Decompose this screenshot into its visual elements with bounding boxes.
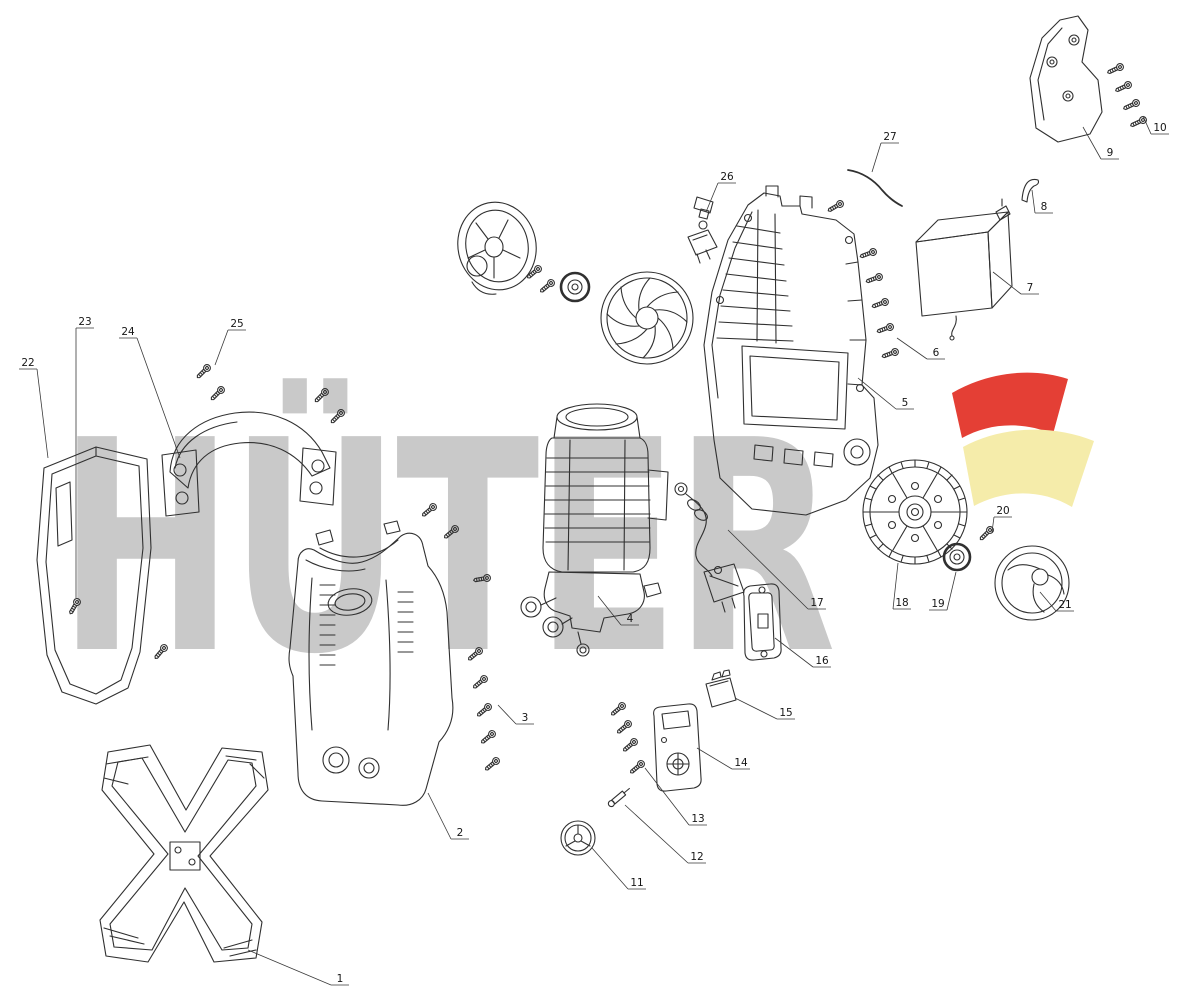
part-number-text: 4: [627, 613, 634, 625]
part-label-4: 4: [597, 595, 639, 626]
part-11-knob: [560, 820, 596, 856]
part-label-23: 23: [75, 316, 94, 598]
part-number-text: 7: [1027, 282, 1034, 294]
part-12-valve: [607, 787, 630, 808]
part-number-text: 24: [121, 326, 135, 338]
part-number-text: 5: [902, 397, 909, 409]
part-label-12: 12: [624, 804, 706, 864]
brand-logo: [952, 372, 1094, 507]
part-label-17: 17: [727, 529, 826, 610]
seal-disc: [559, 271, 591, 303]
part-1-base-frame: [99, 744, 269, 963]
part-24-handle: [161, 411, 337, 517]
part-label-13: 13: [644, 767, 707, 826]
part-number-text: 18: [895, 597, 908, 609]
part-15-switch: [705, 669, 737, 708]
part-number-text: 20: [996, 505, 1009, 517]
part-label-25: 25: [214, 318, 246, 366]
part-21-wheel-cap: [994, 545, 1070, 621]
part-label-10: 10: [1142, 115, 1169, 135]
part-number-text: 12: [690, 851, 703, 863]
part-label-21: 21: [1039, 591, 1074, 612]
part-label-5: 5: [857, 377, 914, 410]
part-8-clip: [1021, 178, 1040, 203]
part-number-text: 14: [734, 757, 748, 769]
part-label-6: 6: [896, 337, 945, 360]
part-number-text: 21: [1058, 599, 1071, 611]
part-number-text: 23: [78, 316, 91, 328]
part-label-27: 27: [871, 131, 899, 173]
part-label-3: 3: [497, 704, 534, 725]
part-number-text: 27: [883, 131, 896, 143]
fan-cover: [457, 201, 537, 295]
part-label-19: 19: [929, 571, 957, 611]
part-17-power-cord: [674, 482, 745, 613]
logo-yellow-shape: [963, 429, 1094, 507]
part-label-7: 7: [992, 271, 1039, 295]
part-number-text: 11: [630, 877, 643, 889]
part-27-wire: [847, 169, 903, 207]
part-7-capacitor: [915, 198, 1013, 341]
part-label-24: 24: [119, 326, 181, 459]
part-number-text: 17: [810, 597, 823, 609]
part-16-bracket-cover: [743, 583, 782, 661]
part-number-text: 22: [21, 357, 34, 369]
part-number-text: 1: [337, 973, 344, 985]
part-label-11: 11: [591, 847, 646, 890]
part-number-text: 25: [230, 318, 243, 330]
part-label-1: 1: [247, 949, 349, 986]
part-number-text: 26: [720, 171, 734, 183]
part-label-2: 2: [427, 792, 469, 840]
logo-red-shape: [952, 372, 1068, 438]
part-number-text: 13: [691, 813, 704, 825]
part-label-22: 22: [19, 357, 49, 459]
part-2-front-housing: [288, 520, 454, 806]
fan: [600, 271, 694, 365]
part-label-15: 15: [734, 697, 795, 720]
part-4-motor-pump: [520, 403, 669, 657]
part-label-14: 14: [696, 747, 750, 770]
part-label-20: 20: [991, 505, 1012, 533]
part-label-16: 16: [774, 637, 831, 668]
part-22-side-panel: [36, 446, 152, 705]
part-label-26: 26: [705, 171, 736, 213]
part-label-8: 8: [1031, 189, 1053, 214]
part-number-text: 8: [1041, 201, 1048, 213]
part-18-wheel: [862, 459, 968, 565]
part-9-bracket: [1029, 15, 1103, 143]
part-14-panel: [653, 703, 702, 792]
part-26-connector: [687, 196, 718, 264]
part-number-text: 10: [1153, 122, 1166, 134]
part-label-18: 18: [892, 562, 911, 610]
part-number-text: 3: [522, 712, 529, 724]
part-number-text: 6: [933, 347, 940, 359]
part-number-text: 9: [1107, 147, 1114, 159]
part-5-rear-chassis: [703, 185, 879, 516]
part-number-text: 19: [931, 598, 944, 610]
part-label-9: 9: [1082, 126, 1119, 160]
part-number-text: 15: [779, 707, 792, 719]
part-number-text: 2: [457, 827, 464, 839]
part-19-washer: [942, 542, 972, 572]
part-number-text: 16: [815, 655, 829, 667]
